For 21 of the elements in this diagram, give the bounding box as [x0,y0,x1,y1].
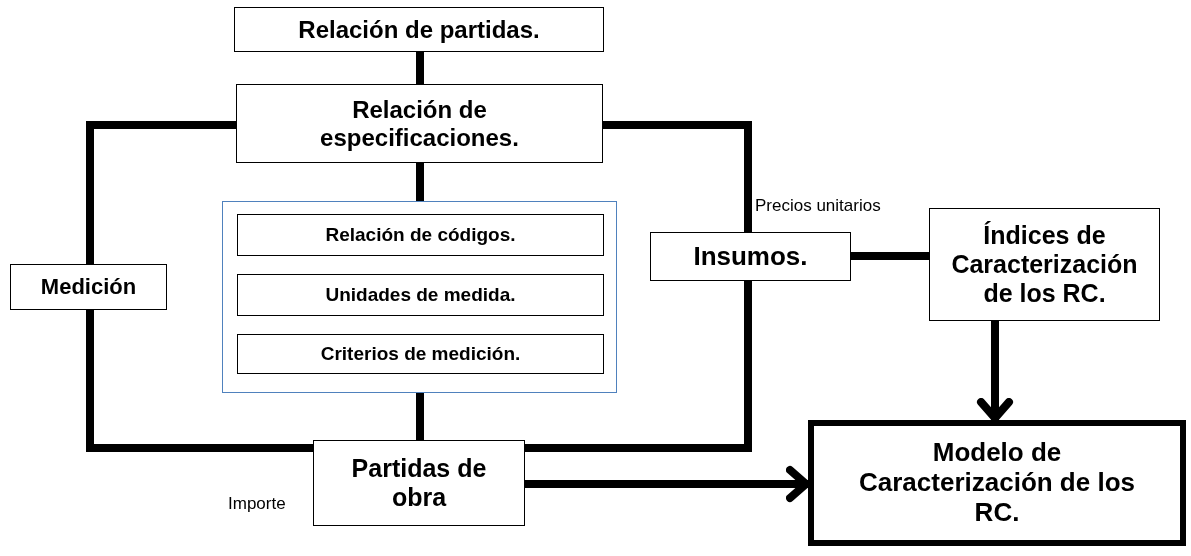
arrow [525,466,810,502]
annotation-text: Precios unitarios [755,196,881,216]
annotation-text: Importe [228,494,286,514]
process-box: Unidades de medida. [237,274,604,316]
connector-line [525,281,752,452]
process-box: Relación de partidas. [234,7,604,52]
process-box: Índices de Caracterización de los RC. [929,208,1160,321]
process-box: Relación de códigos. [237,214,604,256]
process-box: Insumos. [650,232,851,281]
process-box: Medición [10,264,167,310]
connector-line [416,52,424,84]
process-box: Relación de especificaciones. [236,84,603,163]
process-box: Partidas de obra [313,440,525,526]
connector-line [86,310,313,452]
connector-line [603,121,752,232]
group-box [222,201,617,393]
process-box: Criterios de medición. [237,334,604,374]
connector-line [86,121,236,264]
process-box: Modelo de Caracterización de los RC. [808,420,1186,546]
connector-line [851,252,929,260]
arrow [977,321,1013,422]
